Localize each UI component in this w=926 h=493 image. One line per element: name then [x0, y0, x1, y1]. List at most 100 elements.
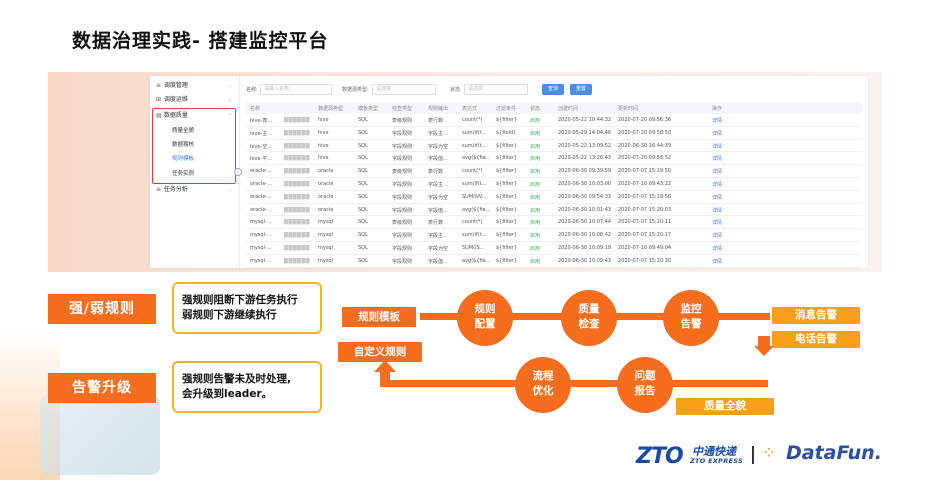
sidebar-subitem-audit[interactable]: 数据稽核 [172, 142, 195, 148]
detail-link[interactable]: 详情 [712, 143, 723, 150]
status-badge: 启用 [530, 118, 541, 124]
table-cell: 2020-06-30 10:09:43 [558, 257, 612, 264]
table-cell: SQL [358, 244, 368, 251]
table-cell: oracle-... [250, 180, 272, 187]
table-cell: 表级规则 [392, 220, 413, 227]
table-header-cell: 数据源类型 [318, 106, 344, 112]
schedule-icon: ≡ [156, 82, 162, 89]
table-cell: SQL [358, 168, 368, 175]
table-cell: SQL [358, 193, 368, 200]
sidebar-item-schedule[interactable]: ≡ 调度管理 ⌄ [156, 80, 232, 92]
table-cell: ██████ [284, 257, 311, 264]
status-select[interactable]: 请选择 [464, 84, 528, 95]
table-cell: mysql-... [250, 244, 272, 251]
detail-link[interactable]: 详情 [712, 207, 723, 214]
detail-link[interactable]: 详情 [712, 181, 723, 188]
table-cell: 2020-06-30 09:39:59 [558, 168, 612, 175]
table-cell: avg(${fie... [462, 206, 491, 213]
table-cell: oracle [318, 168, 334, 175]
table-cell: hive-空... [250, 143, 273, 150]
table-cell: 2020-06-30 09:54:33 [558, 193, 612, 200]
table-cell: hive [318, 117, 329, 123]
chevron-down-icon: ⌄ [228, 83, 233, 89]
note-line: 强规则阻断下游任务执行 [182, 294, 298, 306]
table-cell: mysql [318, 232, 333, 239]
table-cell: SUM(IS... [462, 244, 485, 251]
sidebar-item-ops[interactable]: ⊞ 调度运维 ⌄ [156, 94, 232, 106]
table-cell: ${filter} [496, 155, 518, 162]
note-line: 会升级到leader。 [182, 388, 273, 400]
detail-link[interactable]: 详情 [712, 156, 723, 163]
status-badge: 启用 [530, 258, 541, 265]
table-cell: 2020-06-30 10:01:43 [558, 206, 612, 213]
table-cell: 表级规则 [392, 118, 413, 124]
sidebar-item-quality[interactable]: ▤ 数据质量 ⌃ [156, 110, 232, 122]
name-input[interactable]: 请输入名称 [260, 84, 332, 95]
table-cell: 字段规则 [392, 143, 413, 150]
table-cell: SUM(NV... [462, 193, 487, 200]
table-cell: 字段规则 [392, 245, 413, 252]
detail-link[interactable]: 详情 [712, 194, 723, 201]
sidebar-subitem-rule-template[interactable]: 规则模板 [172, 156, 195, 162]
status-label: 状态: [450, 87, 462, 93]
datafun-dots-icon: ⁘ [764, 446, 775, 460]
table-cell: oracle-... [250, 193, 272, 200]
message-alert-box: 消息告警 [772, 307, 860, 324]
rule-table: 名称数据源类型模板类型检查类型规则输出表达式过滤条件状态创建时间更新时间操作 h… [246, 102, 862, 268]
table-header-cell: 过滤条件 [496, 106, 517, 112]
table-cell: 表行数 [428, 169, 444, 176]
table-header-cell: 模板类型 [358, 106, 379, 112]
table-cell: 字段值... [428, 207, 448, 214]
status-badge: 启用 [530, 233, 541, 240]
detail-link[interactable]: 详情 [712, 233, 723, 240]
up-arrow-icon [374, 360, 396, 372]
detail-link[interactable]: 详情 [712, 130, 723, 137]
table-cell: mysql [318, 244, 333, 251]
strong-weak-rule-tag: 强/弱规则 [48, 294, 156, 324]
collapse-icon[interactable]: ‹ [234, 168, 242, 176]
dbtype-select[interactable]: 请选择 [372, 84, 436, 95]
circle-rule-config: 规则 配置 [457, 290, 513, 346]
detail-link[interactable]: 详情 [712, 220, 723, 227]
table-cell: 表行数 [428, 220, 444, 227]
table-cell: SQL [358, 180, 368, 187]
table-cell: mysql-... [250, 232, 272, 239]
detail-link[interactable]: 详情 [712, 245, 723, 252]
detail-link[interactable]: 详情 [712, 118, 723, 124]
table-cell: count(*) [462, 168, 483, 175]
query-button[interactable]: 查询 [542, 84, 564, 95]
sidebar-subitem-task-instance[interactable]: 任务实例 [172, 171, 195, 177]
table-cell: SQL [358, 117, 368, 123]
sidebar-item-analysis[interactable]: ≡ 任务分析 ⌄ [156, 184, 232, 196]
table-cell: 2020-07-10 09:43:22 [618, 180, 672, 187]
analysis-icon: ≡ [156, 186, 162, 193]
table-cell: ${filter} [496, 232, 518, 239]
table-cell: oracle [318, 206, 334, 213]
highlight-box [152, 108, 236, 184]
reset-button[interactable]: 重置 [570, 84, 592, 95]
zto-logo-en: ZTO EXPRESS [690, 457, 744, 465]
detail-link[interactable]: 详情 [712, 258, 723, 265]
name-label: 名称: [246, 87, 258, 93]
detail-link[interactable]: 详情 [712, 169, 723, 176]
alert-upgrade-note: 强规则告警未及时处理, 会升级到leader。 [172, 361, 322, 413]
table-cell: 2020-06-30 10:03:00 [558, 180, 612, 187]
strong-weak-note: 强规则阻断下游任务执行 弱规则下游继续执行 [172, 282, 322, 334]
zto-logo-mark: ZTO [636, 444, 684, 469]
table-cell: 字段为空 [428, 143, 449, 150]
phone-alert-box: 电话告警 [772, 331, 860, 348]
table-cell: ██████ [284, 193, 311, 200]
table-cell: count(*) [462, 219, 483, 226]
table-cell: SQL [358, 129, 368, 136]
table-header-cell: 状态 [530, 106, 541, 112]
circle-quality-check: 质量 检查 [561, 290, 617, 346]
table-cell: 字段主... [428, 233, 448, 240]
table-header-cell: 更新时间 [618, 106, 639, 112]
sidebar-subitem-overview[interactable]: 质量全貌 [172, 128, 195, 134]
